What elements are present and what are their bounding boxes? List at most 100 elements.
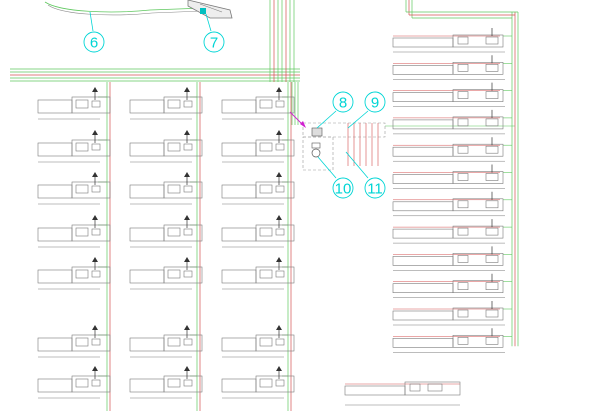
hopper-arrow: [92, 87, 98, 92]
machine-body: [452, 143, 504, 157]
machine-panel: [75, 227, 89, 237]
injection-machine: [129, 325, 203, 358]
machine-panel: [485, 227, 499, 236]
injection-machine: [221, 215, 295, 248]
machine-body: [255, 96, 295, 114]
machine-panel: [183, 379, 193, 387]
machine-group: [37, 28, 505, 399]
injection-machine: [37, 130, 111, 163]
hopper-arrow: [276, 130, 282, 135]
injection-machine: [221, 172, 295, 205]
injection-machine: [37, 257, 111, 290]
machine-panel: [457, 227, 469, 236]
machine-panel: [259, 184, 273, 194]
callout-6-label: 6: [90, 35, 98, 52]
callout-11: 11: [345, 151, 386, 199]
machine-panel: [259, 378, 273, 388]
machine-panel: [75, 378, 89, 388]
machine-body: [163, 375, 203, 393]
machine-panel: [485, 336, 499, 345]
machine-panel: [457, 36, 469, 45]
machine-panel: [75, 184, 89, 194]
injection-machine: [392, 28, 505, 53]
machine-panel: [75, 99, 89, 109]
machine-body: [71, 334, 111, 352]
machine-panel: [457, 145, 469, 154]
lone-machine: [344, 381, 461, 406]
top-conveyor-unit: [44, 0, 233, 19]
machine-panel: [275, 143, 285, 151]
injection-machine: [392, 191, 505, 217]
machine-panel: [275, 270, 285, 278]
machine-body: [255, 181, 295, 199]
machine-panel: [485, 64, 499, 72]
machine-panel: [183, 228, 193, 236]
injection-machine: [392, 109, 505, 135]
injection-machine: [392, 246, 505, 271]
injection-machine: [392, 82, 505, 107]
machine-panel: [183, 100, 193, 108]
machine-body: [71, 224, 111, 242]
machine-panel: [457, 64, 469, 72]
machine-panel: [259, 337, 273, 347]
callout-8: 8: [316, 91, 354, 129]
machine-panel: [485, 255, 499, 263]
machine-panel: [485, 36, 499, 45]
hopper-arrow: [92, 130, 98, 135]
machine-panel: [75, 269, 89, 279]
machine-panel: [183, 185, 193, 193]
injection-machine: [129, 172, 203, 205]
machine-body: [163, 334, 203, 352]
machine-panel: [457, 282, 469, 291]
injection-machine: [37, 172, 111, 205]
machine-panel: [91, 379, 101, 387]
injection-machine: [392, 164, 505, 189]
machine-panel: [91, 100, 101, 108]
hopper-arrow: [276, 325, 282, 330]
hopper-arrow: [184, 130, 190, 135]
machine-body: [71, 139, 111, 157]
injection-machine: [129, 130, 203, 163]
injection-machine: [129, 215, 203, 248]
hopper-arrow: [276, 172, 282, 177]
machine-body: [255, 375, 295, 393]
injection-machine: [221, 87, 295, 120]
machine-body: [452, 61, 504, 75]
machine-panel: [91, 338, 101, 346]
machine-body: [163, 181, 203, 199]
machine-body: [163, 139, 203, 157]
hopper-arrow: [92, 172, 98, 177]
machine-panel: [457, 118, 469, 127]
hopper-arrow: [92, 325, 98, 330]
injection-machine: [392, 301, 505, 326]
machine-body: [71, 96, 111, 114]
callout-10-label: 10: [335, 181, 352, 198]
machine-panel: [457, 309, 469, 318]
machine-body: [452, 89, 504, 102]
injection-machine: [37, 87, 111, 120]
machine-panel: [167, 99, 181, 109]
machine-panel: [457, 336, 469, 345]
machine-body: [452, 171, 504, 184]
hopper-arrow: [92, 366, 98, 371]
machine-panel: [167, 378, 181, 388]
machine-body: [452, 334, 504, 348]
machine-panel: [275, 379, 285, 387]
machine-body: [255, 334, 295, 352]
injection-machine: [221, 325, 295, 358]
machine-panel: [259, 269, 273, 279]
machine-body: [452, 307, 504, 321]
machine-panel: [275, 228, 285, 236]
machine-panel: [275, 185, 285, 193]
machine-panel: [167, 337, 181, 347]
injection-machine: [392, 328, 505, 353]
callout-9: 9: [347, 91, 386, 129]
injection-machine: [129, 257, 203, 290]
machine-body: [163, 96, 203, 114]
injection-machine: [392, 219, 505, 244]
injection-machine: [221, 366, 295, 399]
callout-7: 7: [203, 13, 225, 53]
machine-panel: [75, 337, 89, 347]
injection-machine: [37, 325, 111, 358]
